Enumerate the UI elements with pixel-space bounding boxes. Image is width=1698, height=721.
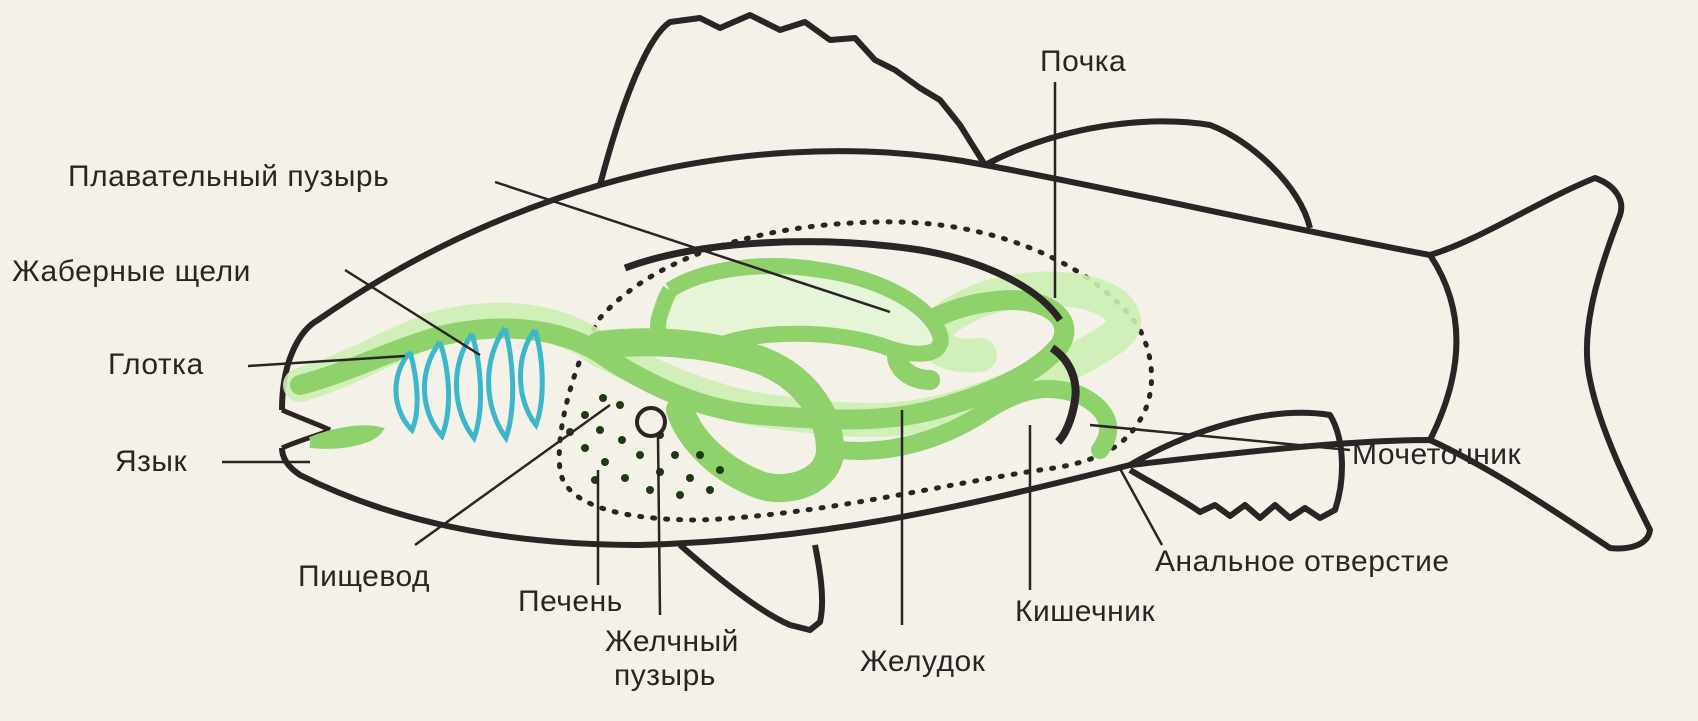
label-esophagus: Пищевод: [298, 560, 430, 594]
label-kidney: Почка: [1040, 45, 1126, 79]
gallbladder: [637, 408, 665, 436]
label-gallbladder-line1: Желчный: [605, 625, 725, 659]
label-gill-slits: Жаберные щели: [12, 255, 251, 289]
label-liver: Печень: [518, 585, 623, 619]
label-pharynx: Глотка: [108, 348, 204, 382]
tail-fin: [1430, 255, 1456, 440]
pelvic-fin: [680, 545, 822, 630]
label-gallbladder: Желчный пузырь: [605, 625, 725, 693]
label-stomach: Желудок: [860, 645, 985, 679]
label-swim-bladder: Плавательный пузырь: [68, 160, 389, 194]
dorsal-fin: [600, 15, 985, 185]
label-anus: Анальное отверстие: [1155, 545, 1450, 579]
tongue-green: [310, 428, 380, 445]
anal-fin: [1130, 413, 1342, 518]
label-tongue: Язык: [115, 445, 187, 479]
label-gallbladder-line2: пузырь: [605, 659, 725, 693]
label-ureter: Мочеточник: [1352, 438, 1521, 472]
leader-gallbladder: [658, 437, 660, 615]
label-intestine: Кишечник: [1015, 595, 1155, 629]
